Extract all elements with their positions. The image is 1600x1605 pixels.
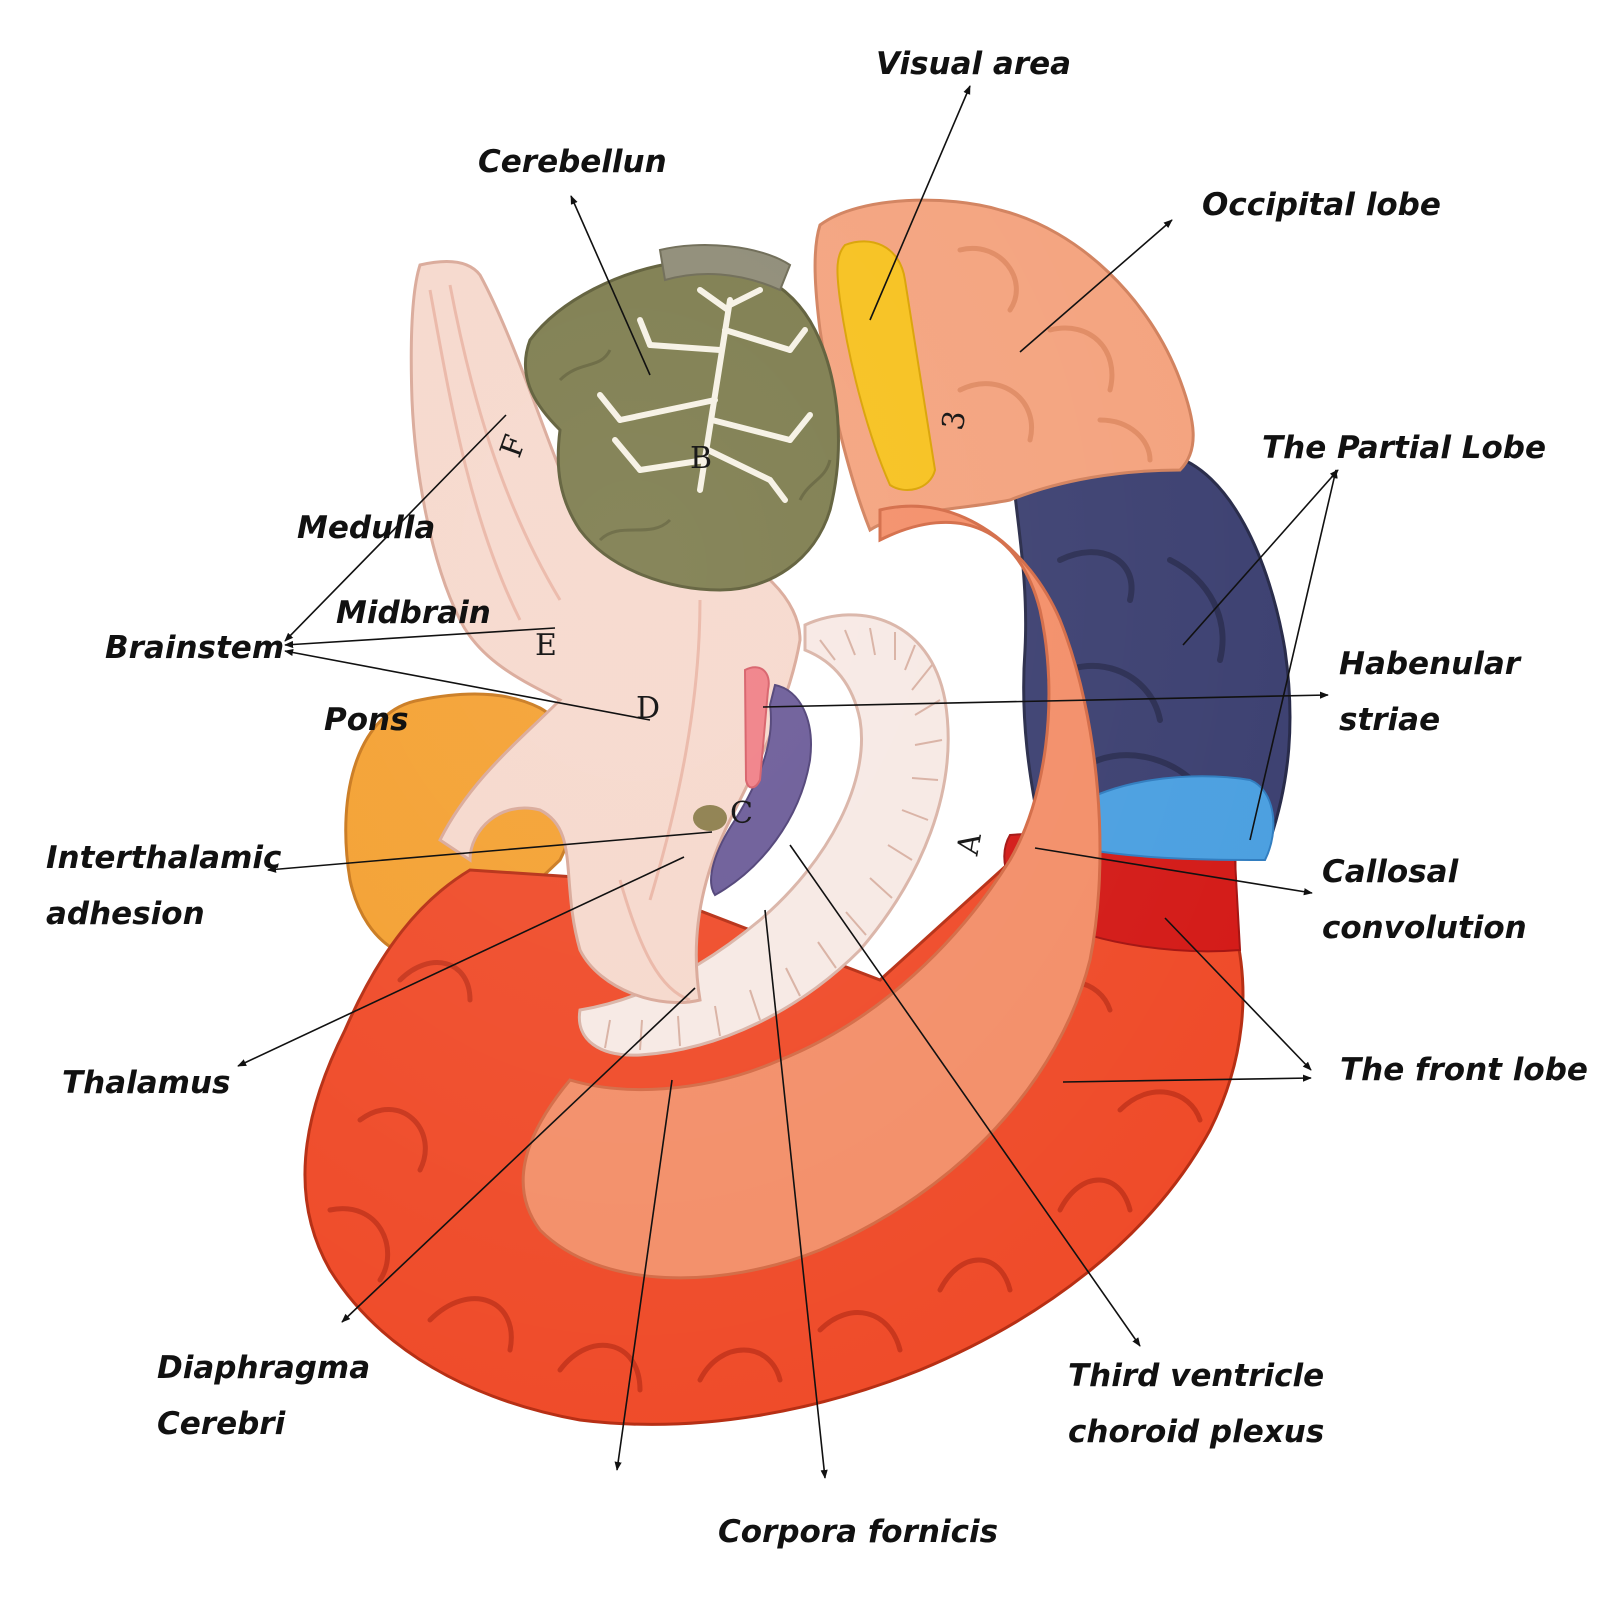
leader-partial-2	[1249, 469, 1338, 841]
leader-interthalamic	[267, 831, 713, 873]
label-front-lobe: The front lobe	[1340, 1052, 1588, 1088]
marker-c: C	[730, 796, 753, 831]
leader-medulla	[284, 414, 507, 642]
leader-callosal	[1034, 847, 1313, 896]
leader-cerebellum	[570, 195, 651, 376]
leader-diaphragma	[341, 987, 696, 1323]
leader-occipital	[1019, 219, 1173, 353]
leader-corpora-2	[764, 909, 828, 1479]
label-pons: Pons	[324, 702, 409, 738]
leader-visual-area	[869, 85, 971, 321]
leader-thalamus	[237, 856, 685, 1067]
label-occipital-lobe: Occipital lobe	[1202, 187, 1441, 223]
leader-front-2	[1062, 1074, 1312, 1083]
leader-partial-1	[1182, 469, 1339, 646]
label-midbrain: Midbrain	[336, 595, 491, 631]
leader-front-1	[1164, 917, 1312, 1071]
label-visual-area: Visual area	[876, 46, 1072, 82]
leader-midbrain	[284, 627, 556, 649]
label-corpora-fornicis: Corpora fornicis	[718, 1514, 999, 1550]
leader-pons	[284, 648, 651, 721]
marker-d: D	[636, 691, 660, 726]
marker-b: B	[690, 441, 712, 476]
leader-habenular	[762, 691, 1329, 708]
label-cerebellum: Cerebellun	[478, 144, 667, 180]
marker-e: E	[535, 628, 557, 663]
leader-third-ventricle	[789, 844, 1141, 1347]
leader-lines	[237, 85, 1339, 1479]
leader-corpora-1	[614, 1079, 673, 1471]
label-brainstem: Brainstem	[105, 630, 285, 666]
label-partial-lobe: The Partial Lobe	[1262, 430, 1547, 466]
label-thalamus: Thalamus	[62, 1065, 231, 1101]
label-medulla: Medulla	[297, 510, 436, 546]
